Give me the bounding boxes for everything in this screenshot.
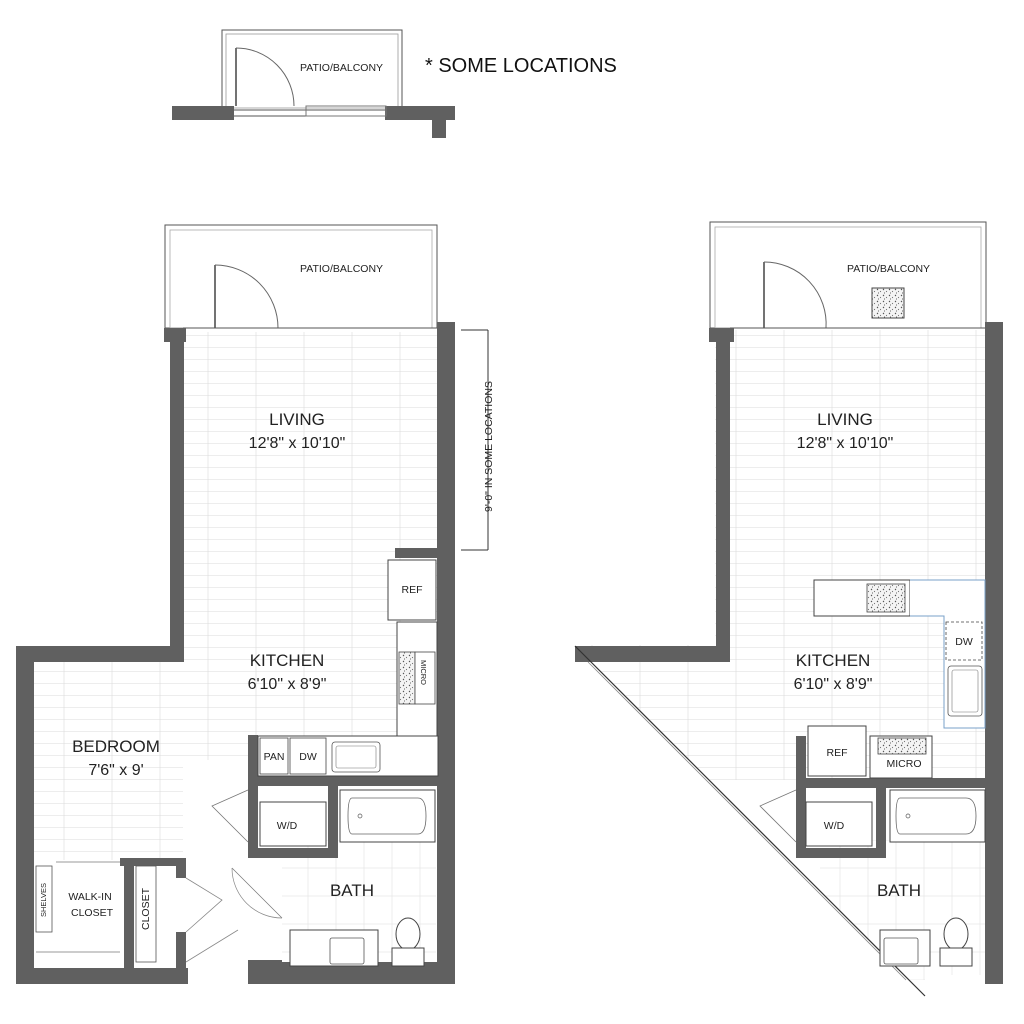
planter [871,287,905,319]
plan-a: PATIO/BALCONY 9'-0" IN SOME LOCAT [16,224,495,984]
living-floor [183,332,439,760]
kitchen-label: KITCHEN [250,651,325,670]
living-label: LIVING [269,410,325,429]
pan-label: PAN [264,751,285,763]
walls [575,322,1003,984]
range [398,651,416,705]
toilet [943,917,969,951]
vanity [289,929,379,967]
bedroom-dims: 7'6" x 9' [88,762,143,779]
kitchen-sink [331,741,381,773]
living-dims: 12'8" x 10'10" [249,435,346,452]
walkin-label-2: CLOSET [71,907,114,919]
cooktop [866,583,906,613]
micro-label: MICRO [419,660,428,685]
bedroom-label: BEDROOM [72,737,160,756]
wd-label: W/D [824,820,845,832]
vanity [879,929,931,967]
patio-label: PATIO/BALCONY [300,263,383,275]
kitchen-dims: 6'10" x 8'9" [794,676,873,693]
shelves [35,865,53,933]
bath-sink [329,937,365,965]
range [877,737,927,755]
micro-label: MICRO [887,758,922,770]
side-note: 9'-0" IN SOME LOCATIONS [483,381,495,512]
wall [172,106,234,120]
shelves-label: SHELVES [39,883,48,917]
microwave [414,651,436,705]
dw-label: DW [955,636,973,648]
dw-label: DW [299,751,317,763]
walls [16,322,455,984]
dishwasher [289,737,327,775]
refrigerator [387,559,437,621]
washer-dryer [259,801,327,847]
bath-sink [883,937,919,965]
wall [432,106,446,138]
dishwasher [945,621,983,661]
toilet [395,917,421,951]
ref-label: REF [402,584,423,596]
patio-inset: PATIO/BALCONY * SOME LOCATIONS [172,29,617,138]
kitchen-dims: 6'10" x 8'9" [248,676,327,693]
sliding-door [305,105,387,117]
note-some-locations: * SOME LOCATIONS [425,55,617,77]
kitchen-label: KITCHEN [796,651,871,670]
bath-label: BATH [330,881,374,900]
patio-label: PATIO/BALCONY [847,263,930,275]
closet-label: CLOSET [140,887,152,930]
closet [135,865,157,963]
patio-outline [709,221,987,329]
bathtub [339,789,436,843]
washer-dryer [805,801,873,847]
living-floor [575,330,985,780]
patio-label: PATIO/BALCONY [300,62,383,74]
living-label: LIVING [817,410,873,429]
living-dims: 12'8" x 10'10" [797,435,894,452]
plan-b: PATIO/BALCONY DW REF MICRO W/D [574,221,1003,997]
wd-label: W/D [277,820,298,832]
ref-label: REF [827,747,848,759]
bedroom-floor [33,660,183,860]
refrigerator [807,725,867,777]
patio-outline [164,224,438,329]
pantry [259,737,289,775]
bath-label: BATH [877,881,921,900]
angled-wall [574,645,926,997]
walkin-label-1: WALK-IN [68,891,111,903]
kitchen-sink [947,665,983,717]
